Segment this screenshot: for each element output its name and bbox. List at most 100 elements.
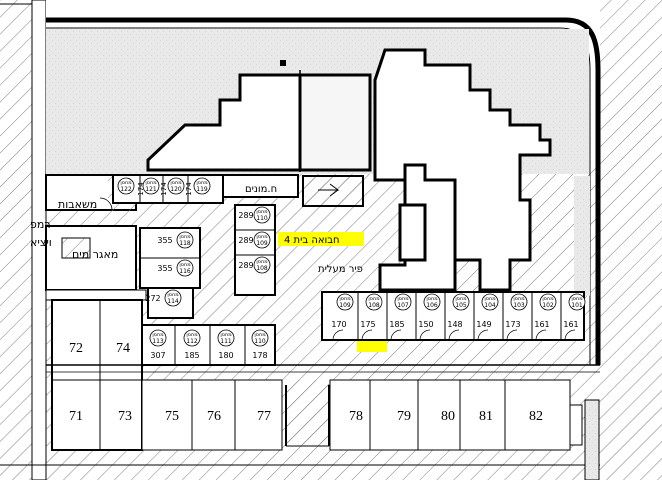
pumps-label: משאבות — [58, 198, 97, 211]
storage-unit-number: 119 — [196, 186, 208, 193]
water-tank-label: מאגר מים — [72, 248, 118, 261]
parking-space-number: 72 — [69, 341, 83, 356]
parking-space-number: 76 — [207, 409, 221, 424]
storage-unit-number: 110 — [254, 338, 266, 345]
storage-unit-caption: מחסן — [542, 296, 553, 302]
storage-unit-marker — [539, 293, 557, 311]
parking-space-number: 77 — [257, 409, 271, 424]
storage-unit-number: 109 — [256, 240, 268, 247]
storage-unit-marker — [253, 256, 271, 274]
storage-unit-number: 103 — [513, 302, 525, 309]
parking-space-number: 73 — [118, 409, 132, 424]
storage-unit-marker — [423, 293, 441, 311]
storage-unit-number: 107 — [397, 302, 409, 309]
storage-unit-caption: מחסן — [426, 296, 437, 302]
storage-unit-marker — [183, 329, 201, 347]
parking-space-number: 74 — [116, 341, 130, 356]
storage-unit-caption: מחסן — [256, 259, 267, 265]
door-swing-icon — [332, 329, 344, 341]
storage-unit-marker — [193, 177, 211, 195]
storage-unit-caption: מחסן — [186, 332, 197, 338]
storage-unit-area: 272 — [145, 294, 160, 303]
storage-unit-area: 185 — [184, 351, 199, 360]
storage-unit-area: 185 — [389, 320, 404, 329]
storage-unit-marker — [167, 177, 185, 195]
parking-space-number: 79 — [397, 409, 411, 424]
storage-unit-caption: מחסן — [571, 296, 582, 302]
storage-unit-marker — [452, 293, 470, 311]
storage-unit-marker — [217, 329, 235, 347]
storage-unit-marker — [253, 206, 271, 224]
storage-unit-area: 180 — [218, 351, 233, 360]
storage-unit-marker — [164, 289, 182, 307]
storage-unit-marker — [481, 293, 499, 311]
storage-unit-number: 120 — [170, 186, 182, 193]
storage-unit-caption: מחסן — [484, 296, 495, 302]
storage-unit-caption: מחסן — [254, 332, 265, 338]
storage-unit-marker — [394, 293, 412, 311]
storage-unit-number: 109 — [339, 302, 351, 309]
storage-unit-caption: מחסן — [170, 180, 181, 186]
door-swing-icon — [390, 329, 402, 341]
storage-unit-caption: מחסן — [397, 296, 408, 302]
storage-unit-number: 106 — [426, 302, 438, 309]
storage-unit-number: 114 — [167, 298, 179, 305]
storage-unit-area: 148 — [447, 320, 462, 329]
storage-unit-marker — [251, 329, 269, 347]
storage-unit-number: 113 — [152, 338, 164, 345]
parking-space-number: 75 — [165, 409, 179, 424]
storage-unit-marker — [510, 293, 528, 311]
parking-space-number: 82 — [529, 409, 543, 424]
highlight-label: חבואה בית 4 — [284, 235, 340, 246]
storage-unit-area: 174 — [185, 182, 193, 196]
storage-unit-caption: מחסן — [513, 296, 524, 302]
door-swing-icon — [506, 329, 518, 341]
storage-unit-caption: מחסן — [167, 292, 178, 298]
storage-unit-marker — [149, 329, 167, 347]
door-swing-icon — [448, 329, 460, 341]
storage-unit-marker — [142, 177, 160, 195]
storage-unit-area: 161 — [534, 320, 549, 329]
storage-unit-area: 149 — [476, 320, 491, 329]
storage-unit-area: 355 — [157, 264, 172, 273]
ramp-exit-label: ויציא — [30, 236, 52, 249]
storage-unit-number: 102 — [542, 302, 554, 309]
storage-unit-number: 122 — [120, 186, 132, 193]
storage-unit-area: 173 — [505, 320, 520, 329]
door-swing-icon — [535, 329, 547, 341]
storage-unit-number: 116 — [179, 268, 191, 275]
storage-unit-area: 289 — [238, 211, 253, 220]
storage-unit-number: 101 — [571, 302, 583, 309]
parking-area — [0, 299, 600, 480]
storage-unit-area: 174 — [160, 182, 168, 196]
highlight-bar — [278, 232, 364, 246]
storage-unit-caption: מחסן — [339, 296, 350, 302]
storage-unit-caption: מחסן — [256, 234, 267, 240]
storage-unit-number: 104 — [484, 302, 496, 309]
storage-unit-number: 110 — [256, 215, 268, 222]
storage-unit-area: 161 — [563, 320, 578, 329]
storage-unit-caption: מחסן — [196, 180, 207, 186]
storage-unit-marker — [365, 293, 383, 311]
storage-unit-marker — [176, 231, 194, 249]
storage-unit-caption: מחסן — [179, 234, 190, 240]
storage-unit-area: 178 — [252, 351, 267, 360]
storage-unit-marker — [117, 177, 135, 195]
door-swing-icon — [477, 329, 489, 341]
storage-unit-number: 108 — [256, 265, 268, 272]
